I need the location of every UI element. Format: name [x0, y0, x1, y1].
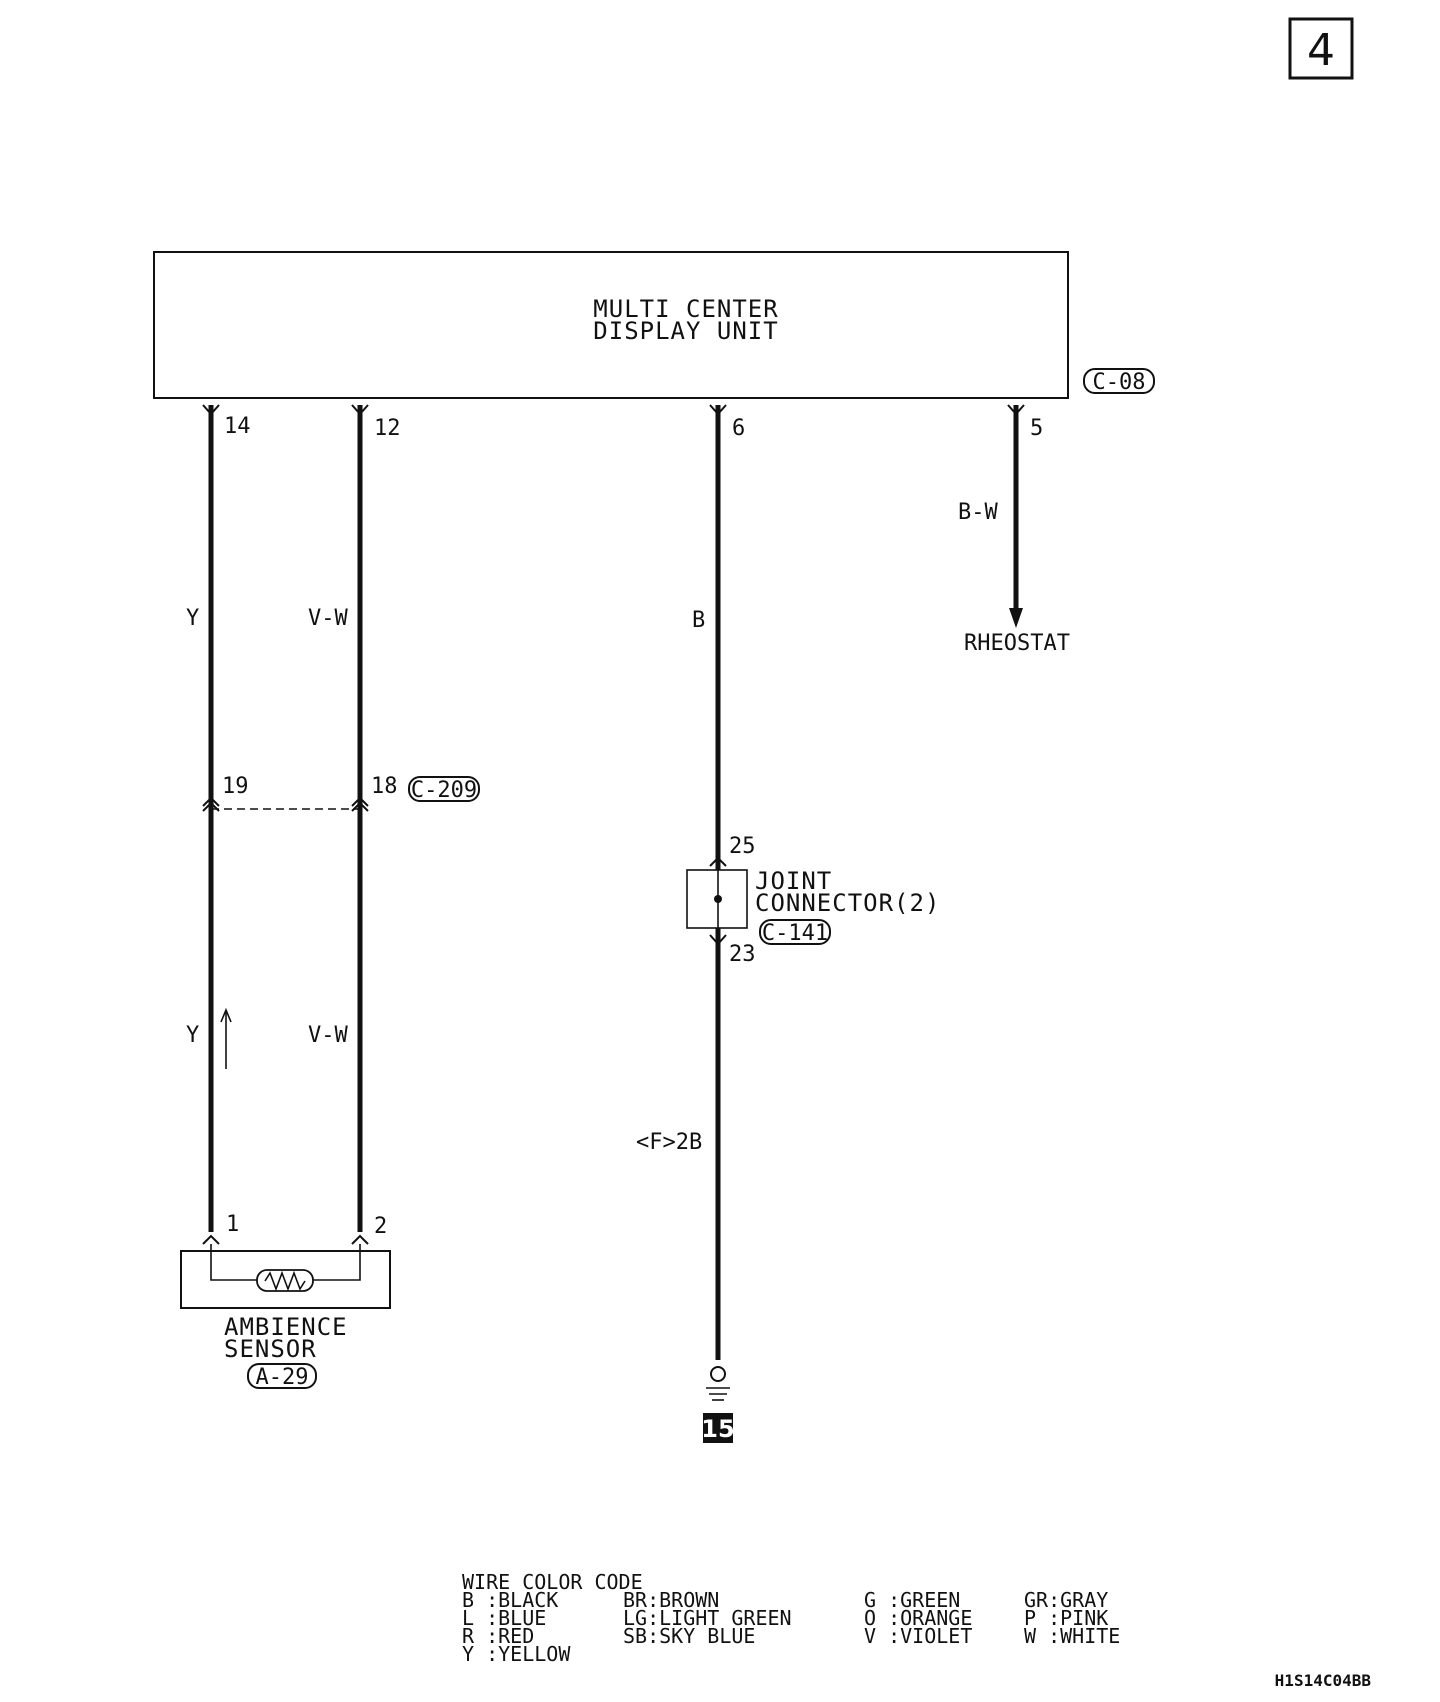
pin-12-connector-mark	[351, 404, 369, 416]
connector-a29-label: A-29	[256, 1365, 309, 1390]
legend-entry: W :WHITE	[1024, 1624, 1120, 1648]
legend-entry: O :ORANGE	[864, 1606, 972, 1630]
legend-entry: SB:SKY BLUE	[623, 1624, 755, 1648]
connector-c08-label: C-08	[1093, 370, 1146, 395]
legend-entry: P :PINK	[1024, 1606, 1108, 1630]
ground-terminal	[710, 1366, 726, 1382]
page-number-box	[1288, 17, 1354, 80]
legend-entry: BR:BROWN	[623, 1588, 719, 1612]
rheostat-arrow-head	[1009, 608, 1023, 628]
pin-2-label: 2	[374, 1214, 387, 1239]
pin-23-connector-mark	[709, 934, 727, 946]
ambience-sensor-label-line1: AMBIENCE	[224, 1313, 348, 1341]
legend-column-4: GR:GRAY P :PINK W :WHITE	[1024, 1588, 1120, 1648]
pin-23-label: 23	[729, 942, 756, 967]
legend-entry: GR:GRAY	[1024, 1588, 1108, 1612]
pin-2-connector-mark	[351, 1234, 369, 1245]
legend-entry: R :RED	[462, 1624, 534, 1648]
legend-column-2: BR:BROWN LG:LIGHT GREEN SB:SKY BLUE	[623, 1588, 792, 1648]
pin-25-connector-mark	[709, 856, 727, 867]
pin-19-label: 19	[222, 774, 249, 799]
legend-entry: V :VIOLET	[864, 1624, 972, 1648]
legend-column-3: G :GREEN O :ORANGE V :VIOLET	[864, 1588, 972, 1648]
signal-direction-arrow-head	[220, 1007, 232, 1023]
legend-entry: Y :YELLOW	[462, 1642, 571, 1666]
rheostat-label: RHEOSTAT	[964, 631, 1070, 656]
pin-6-label: 6	[732, 416, 745, 441]
ground-point-badge	[703, 1413, 733, 1443]
pin-1-connector-mark	[202, 1234, 220, 1245]
legend-entry: B :BLACK	[462, 1588, 558, 1612]
pin-18-label: 18	[371, 774, 398, 799]
pin-5-connector-mark	[1007, 404, 1025, 416]
legend-entry: L :BLUE	[462, 1606, 546, 1630]
connector-badge-c08	[1083, 368, 1155, 394]
multi-center-display-unit	[153, 251, 1069, 399]
pin-1-label: 1	[226, 1212, 239, 1237]
wire-f2b-label: <F>2B	[636, 1130, 702, 1155]
pin-5-label: 5	[1030, 416, 1043, 441]
joint-connector-node	[714, 895, 722, 903]
page-number: 4	[1307, 25, 1335, 76]
legend-column-1: B :BLACK L :BLUE R :RED Y :YELLOW	[462, 1588, 571, 1666]
pin-14-label: 14	[224, 414, 251, 439]
wire-bw-label: B-W	[958, 500, 998, 525]
connector-badge-c209	[408, 776, 480, 802]
unit-title-line1: MULTI CENTER	[593, 295, 778, 323]
connector-c141-label: C-141	[762, 921, 828, 946]
pin-19-connector-mark	[202, 796, 220, 807]
pin-18-connector-mark	[351, 796, 369, 807]
connector-c209-label: C-209	[411, 778, 477, 803]
ground-point-label: 15	[701, 1415, 734, 1443]
ambience-sensor-box	[180, 1250, 391, 1309]
pin-6-connector-mark	[709, 404, 727, 416]
diagram-id: H1S14C04BB	[1275, 1671, 1372, 1690]
ambience-sensor-label-line2: SENSOR	[224, 1335, 317, 1363]
pin-25-label: 25	[729, 834, 756, 859]
wire-y-top-label: Y	[186, 606, 199, 631]
connector-badge-c141	[759, 919, 831, 945]
wire-vw-bottom-label: V-W	[308, 1023, 348, 1048]
legend-entry: G :GREEN	[864, 1588, 960, 1612]
wire-y-bottom-label: Y	[186, 1023, 199, 1048]
wire-vw-top-label: V-W	[308, 606, 348, 631]
pin-12-label: 12	[374, 416, 401, 441]
joint-connector-label-line2: CONNECTOR(2)	[755, 889, 940, 917]
unit-title-line2: DISPLAY UNIT	[593, 317, 778, 345]
wire-b-label: B	[692, 608, 705, 633]
legend-entry: LG:LIGHT GREEN	[623, 1606, 792, 1630]
connector-badge-a29	[247, 1363, 317, 1389]
pin-14-connector-mark	[202, 404, 220, 416]
joint-connector-label-line1: JOINT	[755, 867, 832, 895]
legend-title: WIRE COLOR CODE	[462, 1570, 643, 1594]
thermistor-zigzag	[264, 1270, 306, 1292]
